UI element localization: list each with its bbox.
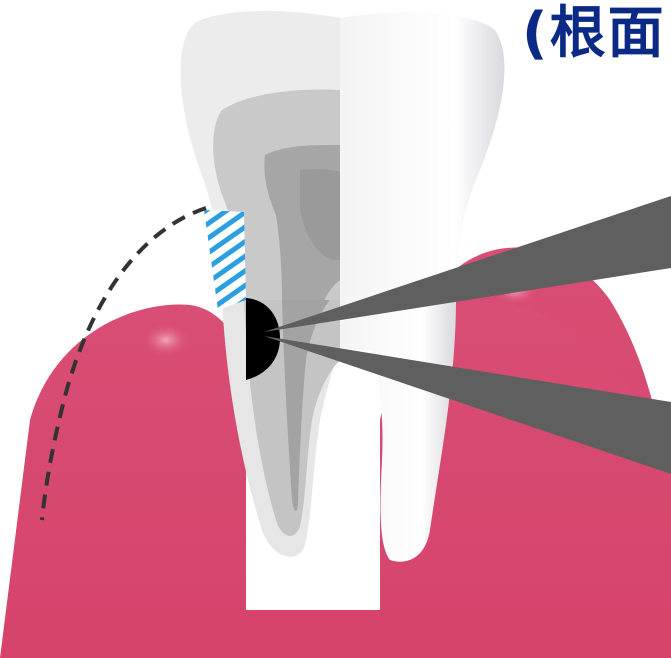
exposed-root-hatch xyxy=(204,210,246,310)
gum-highlight-left xyxy=(140,322,192,358)
heading-label: (根面 xyxy=(522,0,666,70)
